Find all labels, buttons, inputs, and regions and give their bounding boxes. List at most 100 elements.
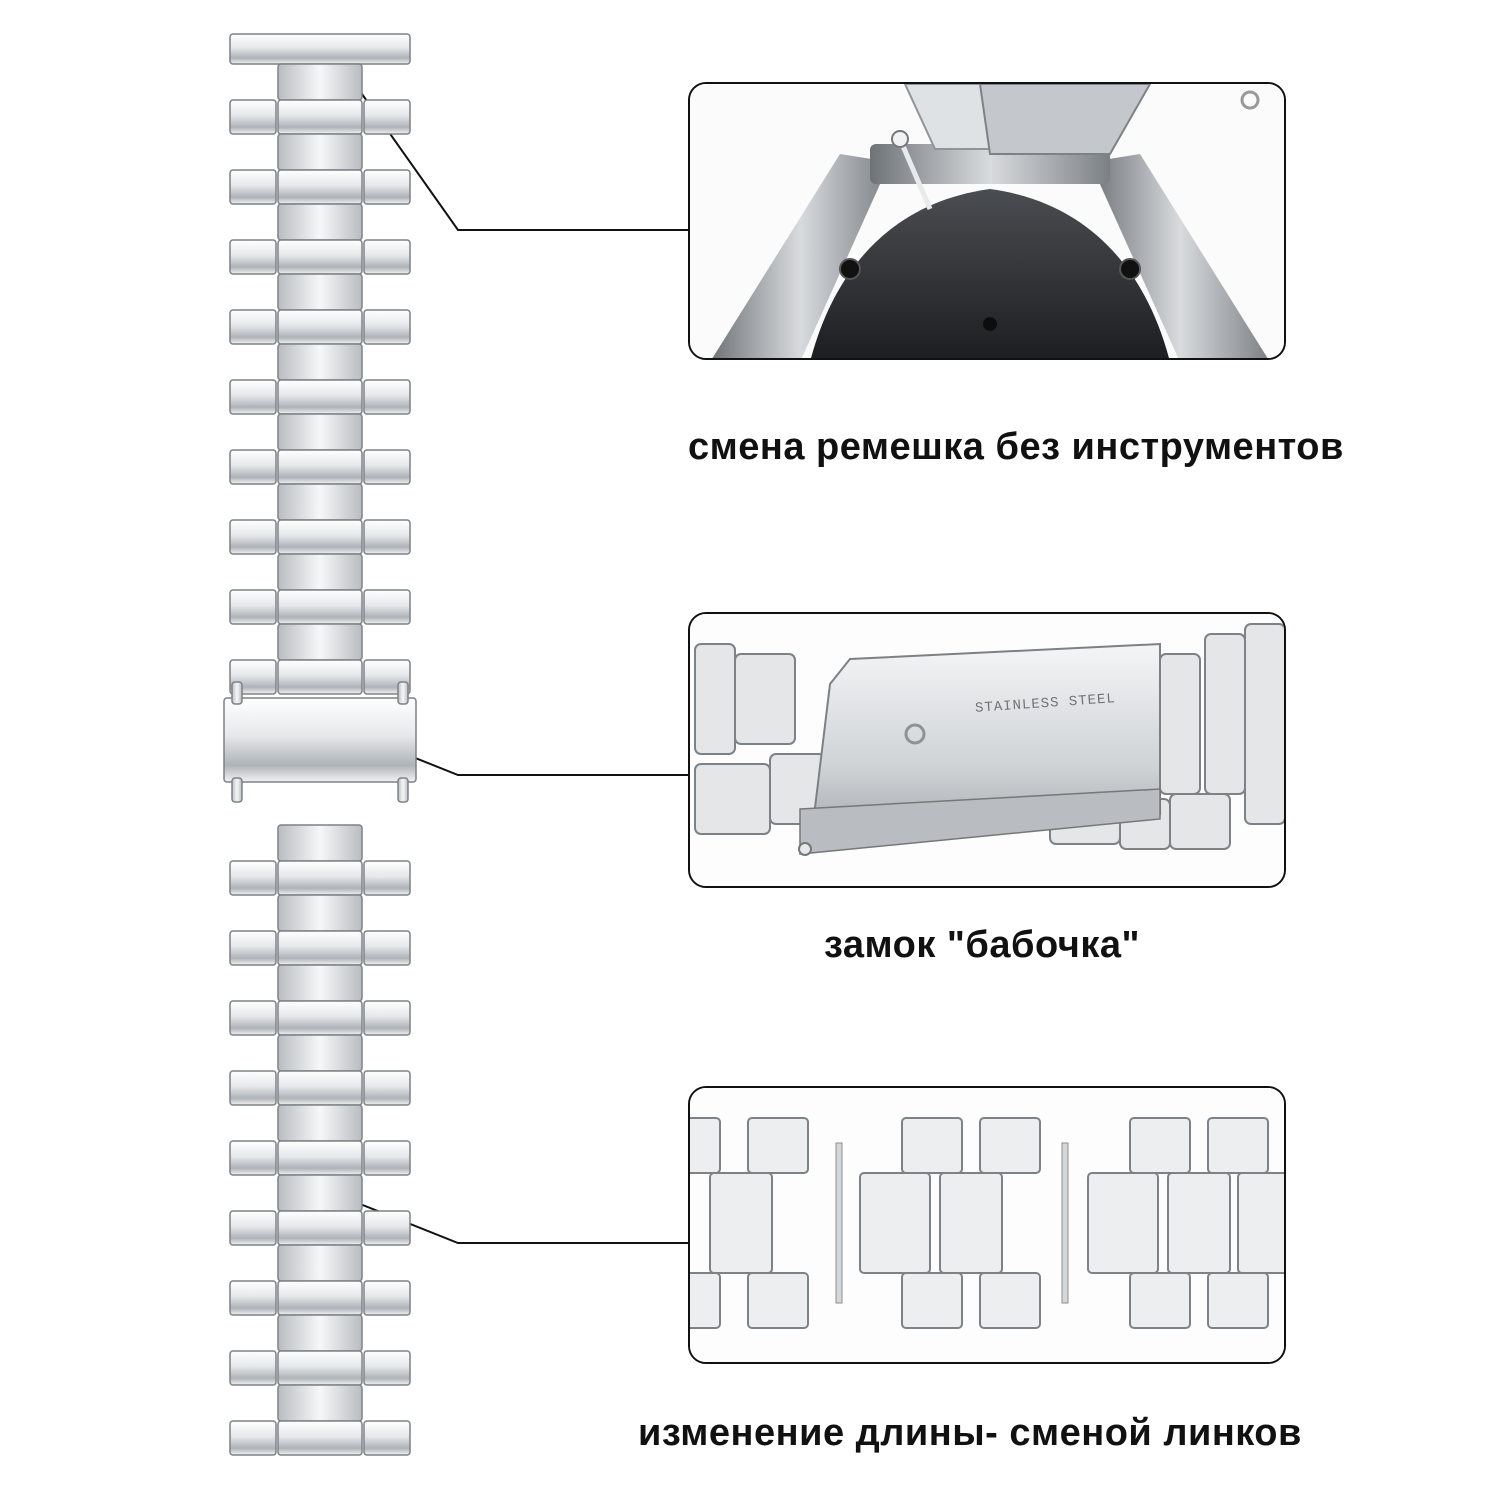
butterfly-clasp-caption: замок "бабочка" xyxy=(824,924,1141,966)
strap-center-link xyxy=(277,1140,363,1176)
strap-outer-link xyxy=(229,519,277,555)
clasp-panel-link xyxy=(1244,623,1284,825)
strap-outer-link xyxy=(229,449,277,485)
link-adjust-center-link xyxy=(939,1172,1003,1274)
strap-center-link xyxy=(277,203,363,241)
link-adjust-detail-panel xyxy=(688,1086,1286,1364)
strap-outer-link xyxy=(363,1420,411,1456)
strap-center-link xyxy=(277,1350,363,1386)
strap-end-link xyxy=(229,33,411,65)
strap-center-link xyxy=(277,623,363,661)
strap-center-link xyxy=(277,133,363,171)
strap-outer-link xyxy=(363,239,411,275)
strap-outer-link xyxy=(363,589,411,625)
strap-outer-link xyxy=(229,1000,277,1036)
link-adjust-center-link xyxy=(709,1172,773,1274)
strap-outer-link xyxy=(363,379,411,415)
strap-center-link xyxy=(277,63,363,101)
strap-outer-link xyxy=(363,860,411,896)
strap-center-link xyxy=(277,1280,363,1316)
strap-outer-link xyxy=(229,930,277,966)
strap-clasp-hinge xyxy=(231,681,243,705)
strap-outer-link xyxy=(363,1280,411,1316)
clasp-panel-link xyxy=(1169,793,1231,850)
strap-center-link xyxy=(277,964,363,1002)
link-adjust-outer-link xyxy=(1207,1117,1269,1174)
clasp-panel-link xyxy=(1204,633,1246,795)
strap-center-link xyxy=(277,1000,363,1036)
link-adjust-outer-link xyxy=(690,1272,721,1329)
link-adjust-outer-link xyxy=(979,1117,1041,1174)
strap-outer-link xyxy=(229,589,277,625)
strap-center-link xyxy=(277,483,363,521)
strap-outer-link xyxy=(363,1350,411,1386)
link-adjust-photo xyxy=(690,1088,1284,1362)
strap-center-link xyxy=(277,1420,363,1456)
strap-outer-link xyxy=(363,1210,411,1246)
strap-center-link xyxy=(277,589,363,625)
strap-clasp xyxy=(223,697,417,783)
strap-center-link xyxy=(277,553,363,591)
strap-outer-link xyxy=(229,1210,277,1246)
strap-outer-link xyxy=(363,449,411,485)
strap-center-link xyxy=(277,1070,363,1106)
strap-outer-link xyxy=(363,1140,411,1176)
link-adjust-outer-link xyxy=(1207,1272,1269,1329)
strap-center-link xyxy=(277,379,363,415)
strap-center-link xyxy=(277,1244,363,1282)
butterfly-clasp-detail-panel: STAINLESS STEEL xyxy=(688,612,1286,888)
strap-outer-link xyxy=(229,1280,277,1316)
strap-center-link xyxy=(277,894,363,932)
strap-outer-link xyxy=(363,519,411,555)
strap-center-link xyxy=(277,824,363,862)
strap-center-link xyxy=(277,930,363,966)
quick-release-photo xyxy=(690,84,1284,358)
butterfly-clasp-photo xyxy=(690,614,1284,886)
link-adjust-center-link xyxy=(1237,1172,1284,1274)
strap-center-link xyxy=(277,1384,363,1422)
strap-outer-link xyxy=(363,309,411,345)
strap-center-link xyxy=(277,1104,363,1142)
link-adjust-outer-link xyxy=(747,1272,809,1329)
strap-clasp-hinge xyxy=(231,777,243,803)
strap-center-link xyxy=(277,449,363,485)
strap-center-link xyxy=(277,860,363,896)
strap-center-link xyxy=(277,659,363,695)
strap-outer-link xyxy=(229,379,277,415)
link-adjust-outer-link xyxy=(901,1117,963,1174)
link-adjust-outer-link xyxy=(1129,1272,1191,1329)
clasp-panel-link xyxy=(1159,653,1201,795)
clasp-panel-link xyxy=(694,763,771,835)
link-adjust-outer-link xyxy=(1129,1117,1191,1174)
link-pin xyxy=(835,1142,843,1304)
watch-strap-image xyxy=(223,33,417,1456)
strap-outer-link xyxy=(229,1420,277,1456)
strap-center-link xyxy=(277,413,363,451)
link-pin xyxy=(1061,1142,1069,1304)
strap-center-link xyxy=(277,273,363,311)
strap-center-link xyxy=(277,343,363,381)
strap-center-link xyxy=(277,99,363,135)
link-adjust-outer-link xyxy=(747,1117,809,1174)
tool-free-caption: смена ремешка без инструментов xyxy=(688,426,1344,468)
strap-outer-link xyxy=(363,99,411,135)
link-adjust-center-link xyxy=(859,1172,931,1274)
link-adjust-center-link xyxy=(1087,1172,1159,1274)
strap-outer-link xyxy=(363,1070,411,1106)
link-adjust-center-link xyxy=(1167,1172,1231,1274)
strap-center-link xyxy=(277,239,363,275)
strap-outer-link xyxy=(363,930,411,966)
strap-outer-link xyxy=(229,99,277,135)
strap-outer-link xyxy=(229,1070,277,1106)
link-adjust-outer-link xyxy=(979,1272,1041,1329)
strap-outer-link xyxy=(229,239,277,275)
link-adjust-outer-link xyxy=(901,1272,963,1329)
strap-center-link xyxy=(277,169,363,205)
length-adjust-caption: изменение длины- сменой линков xyxy=(638,1412,1302,1454)
strap-center-link xyxy=(277,1314,363,1352)
strap-outer-link xyxy=(363,1000,411,1036)
strap-outer-link xyxy=(229,169,277,205)
strap-clasp-hinge xyxy=(397,681,409,705)
strap-center-link xyxy=(277,519,363,555)
clasp-panel-link xyxy=(694,643,736,755)
